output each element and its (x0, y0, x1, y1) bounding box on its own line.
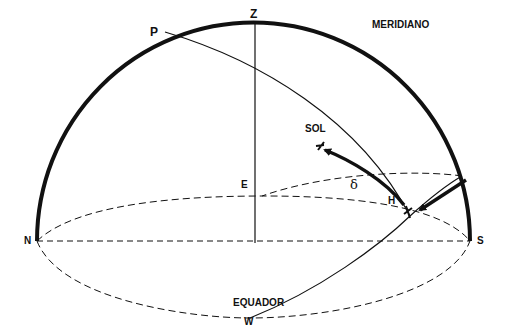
declination-arrow (325, 150, 404, 205)
horizon-front (37, 241, 470, 318)
horizon-back (37, 196, 470, 241)
object-label: SOL (305, 124, 326, 134)
equator-back (262, 173, 462, 196)
point-label: N (24, 236, 31, 246)
point-label: E (241, 180, 248, 190)
hour-circle (165, 32, 410, 216)
hour-angle-arrow (420, 180, 466, 210)
zenith-line (254, 24, 255, 243)
point-label: Z (250, 8, 257, 20)
north-south-line (37, 241, 470, 242)
sun-marker (316, 142, 324, 150)
h-marker (404, 206, 412, 218)
equator-front (250, 176, 462, 318)
point-label: H (388, 196, 395, 206)
point-label: S (477, 236, 484, 246)
circle-label: MERIDIANO (372, 20, 429, 30)
angle-label: δ (350, 178, 358, 191)
circle-label: EQUADOR (233, 298, 284, 308)
meridian-arc (37, 23, 470, 241)
point-label: P (150, 26, 158, 38)
point-label: W (244, 317, 253, 327)
